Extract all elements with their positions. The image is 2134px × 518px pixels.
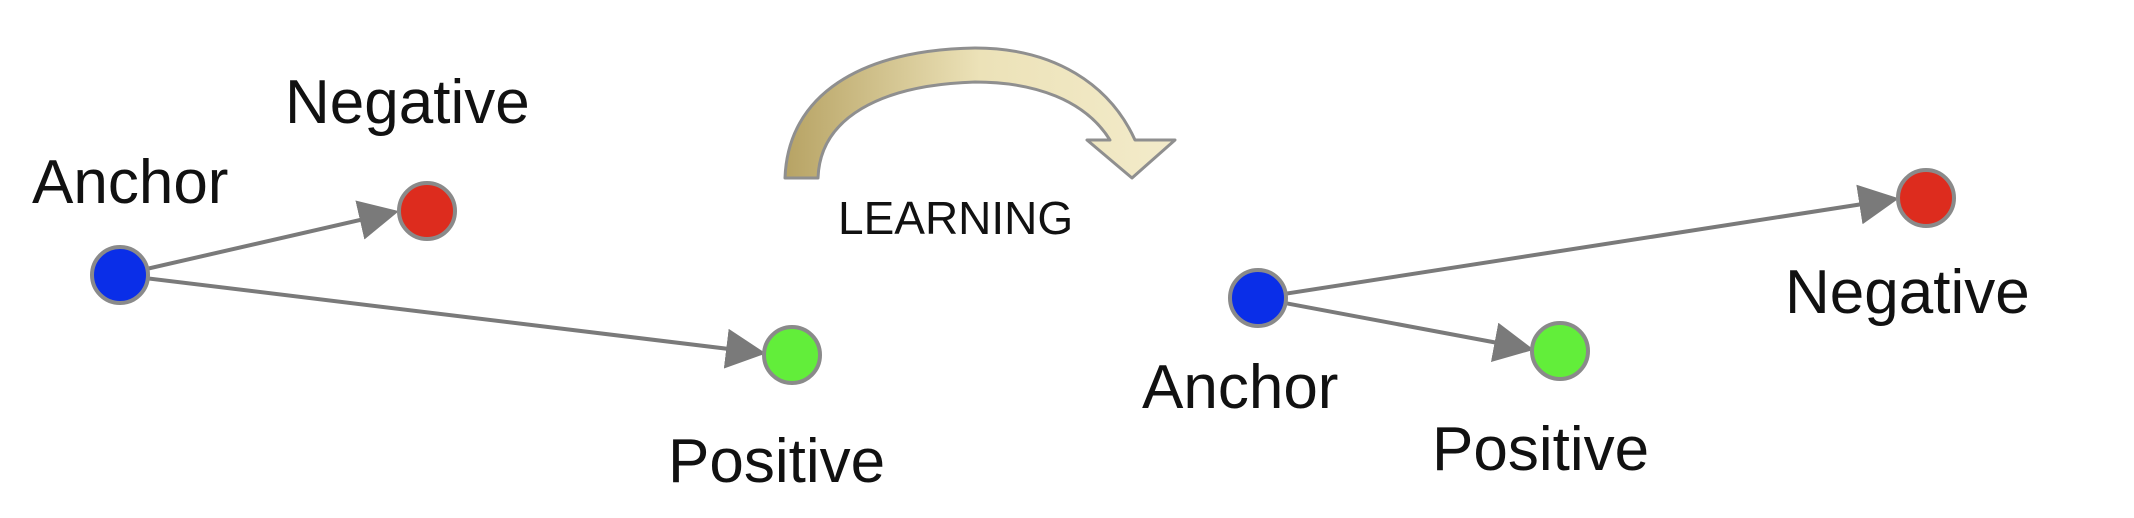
anchor-to-positive-edge-before [119,273,766,369]
curved-arrow-icon [783,46,1177,180]
anchor-to-negative-edge-after [1257,184,1899,300]
anchor-node-before [90,245,150,305]
positive-node-before [762,325,822,385]
anchor-label-after: Anchor [1142,353,1338,422]
positive-label-after: Positive [1432,415,1649,484]
learning-arrow: LEARNING [783,46,1177,244]
negative-node-after [1896,168,1956,228]
negative-node-before [397,181,457,241]
anchor-label-before: Anchor [32,148,228,217]
positive-label-before: Positive [668,427,885,496]
negative-label-after: Negative [1785,258,2030,327]
anchor-to-negative-edge-before [119,200,399,277]
learning-label: LEARNING [838,192,1073,244]
anchor-node-after [1228,268,1288,328]
after-group: Anchor Negative Positive [1142,168,2030,484]
anchor-to-positive-edge-after [1257,296,1534,363]
negative-label-before: Negative [285,68,530,137]
positive-node-after [1530,321,1590,381]
before-group: Anchor Negative Positive [32,68,885,496]
